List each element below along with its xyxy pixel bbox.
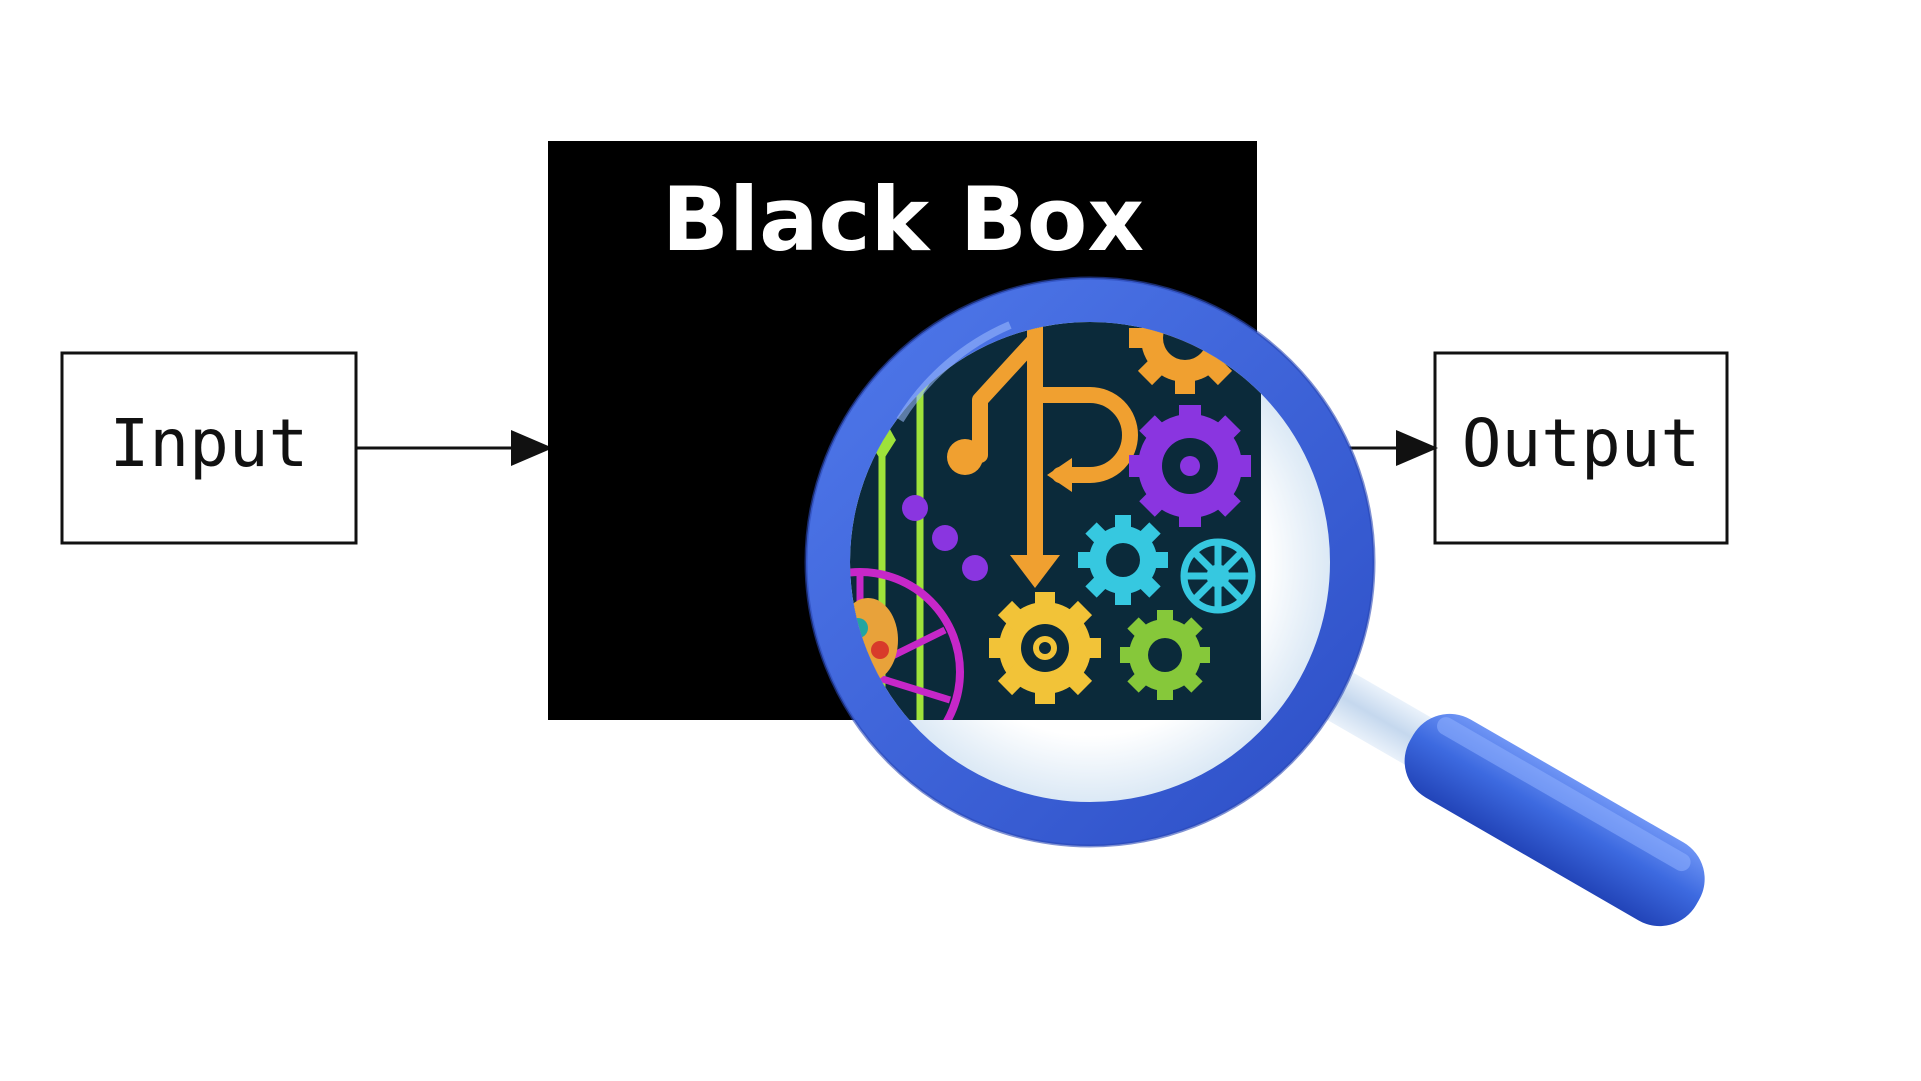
output-node: Output <box>1433 351 1729 545</box>
input-label: Input <box>110 405 309 482</box>
wheel-icon <box>1180 538 1256 614</box>
output-label: Output <box>1462 405 1700 482</box>
black-box-title: Black Box <box>662 168 1144 271</box>
magnifying-glass-icon <box>804 276 1705 927</box>
arrow-icon <box>972 322 1138 568</box>
input-node: Input <box>60 351 358 545</box>
gear-icon <box>989 405 1251 704</box>
